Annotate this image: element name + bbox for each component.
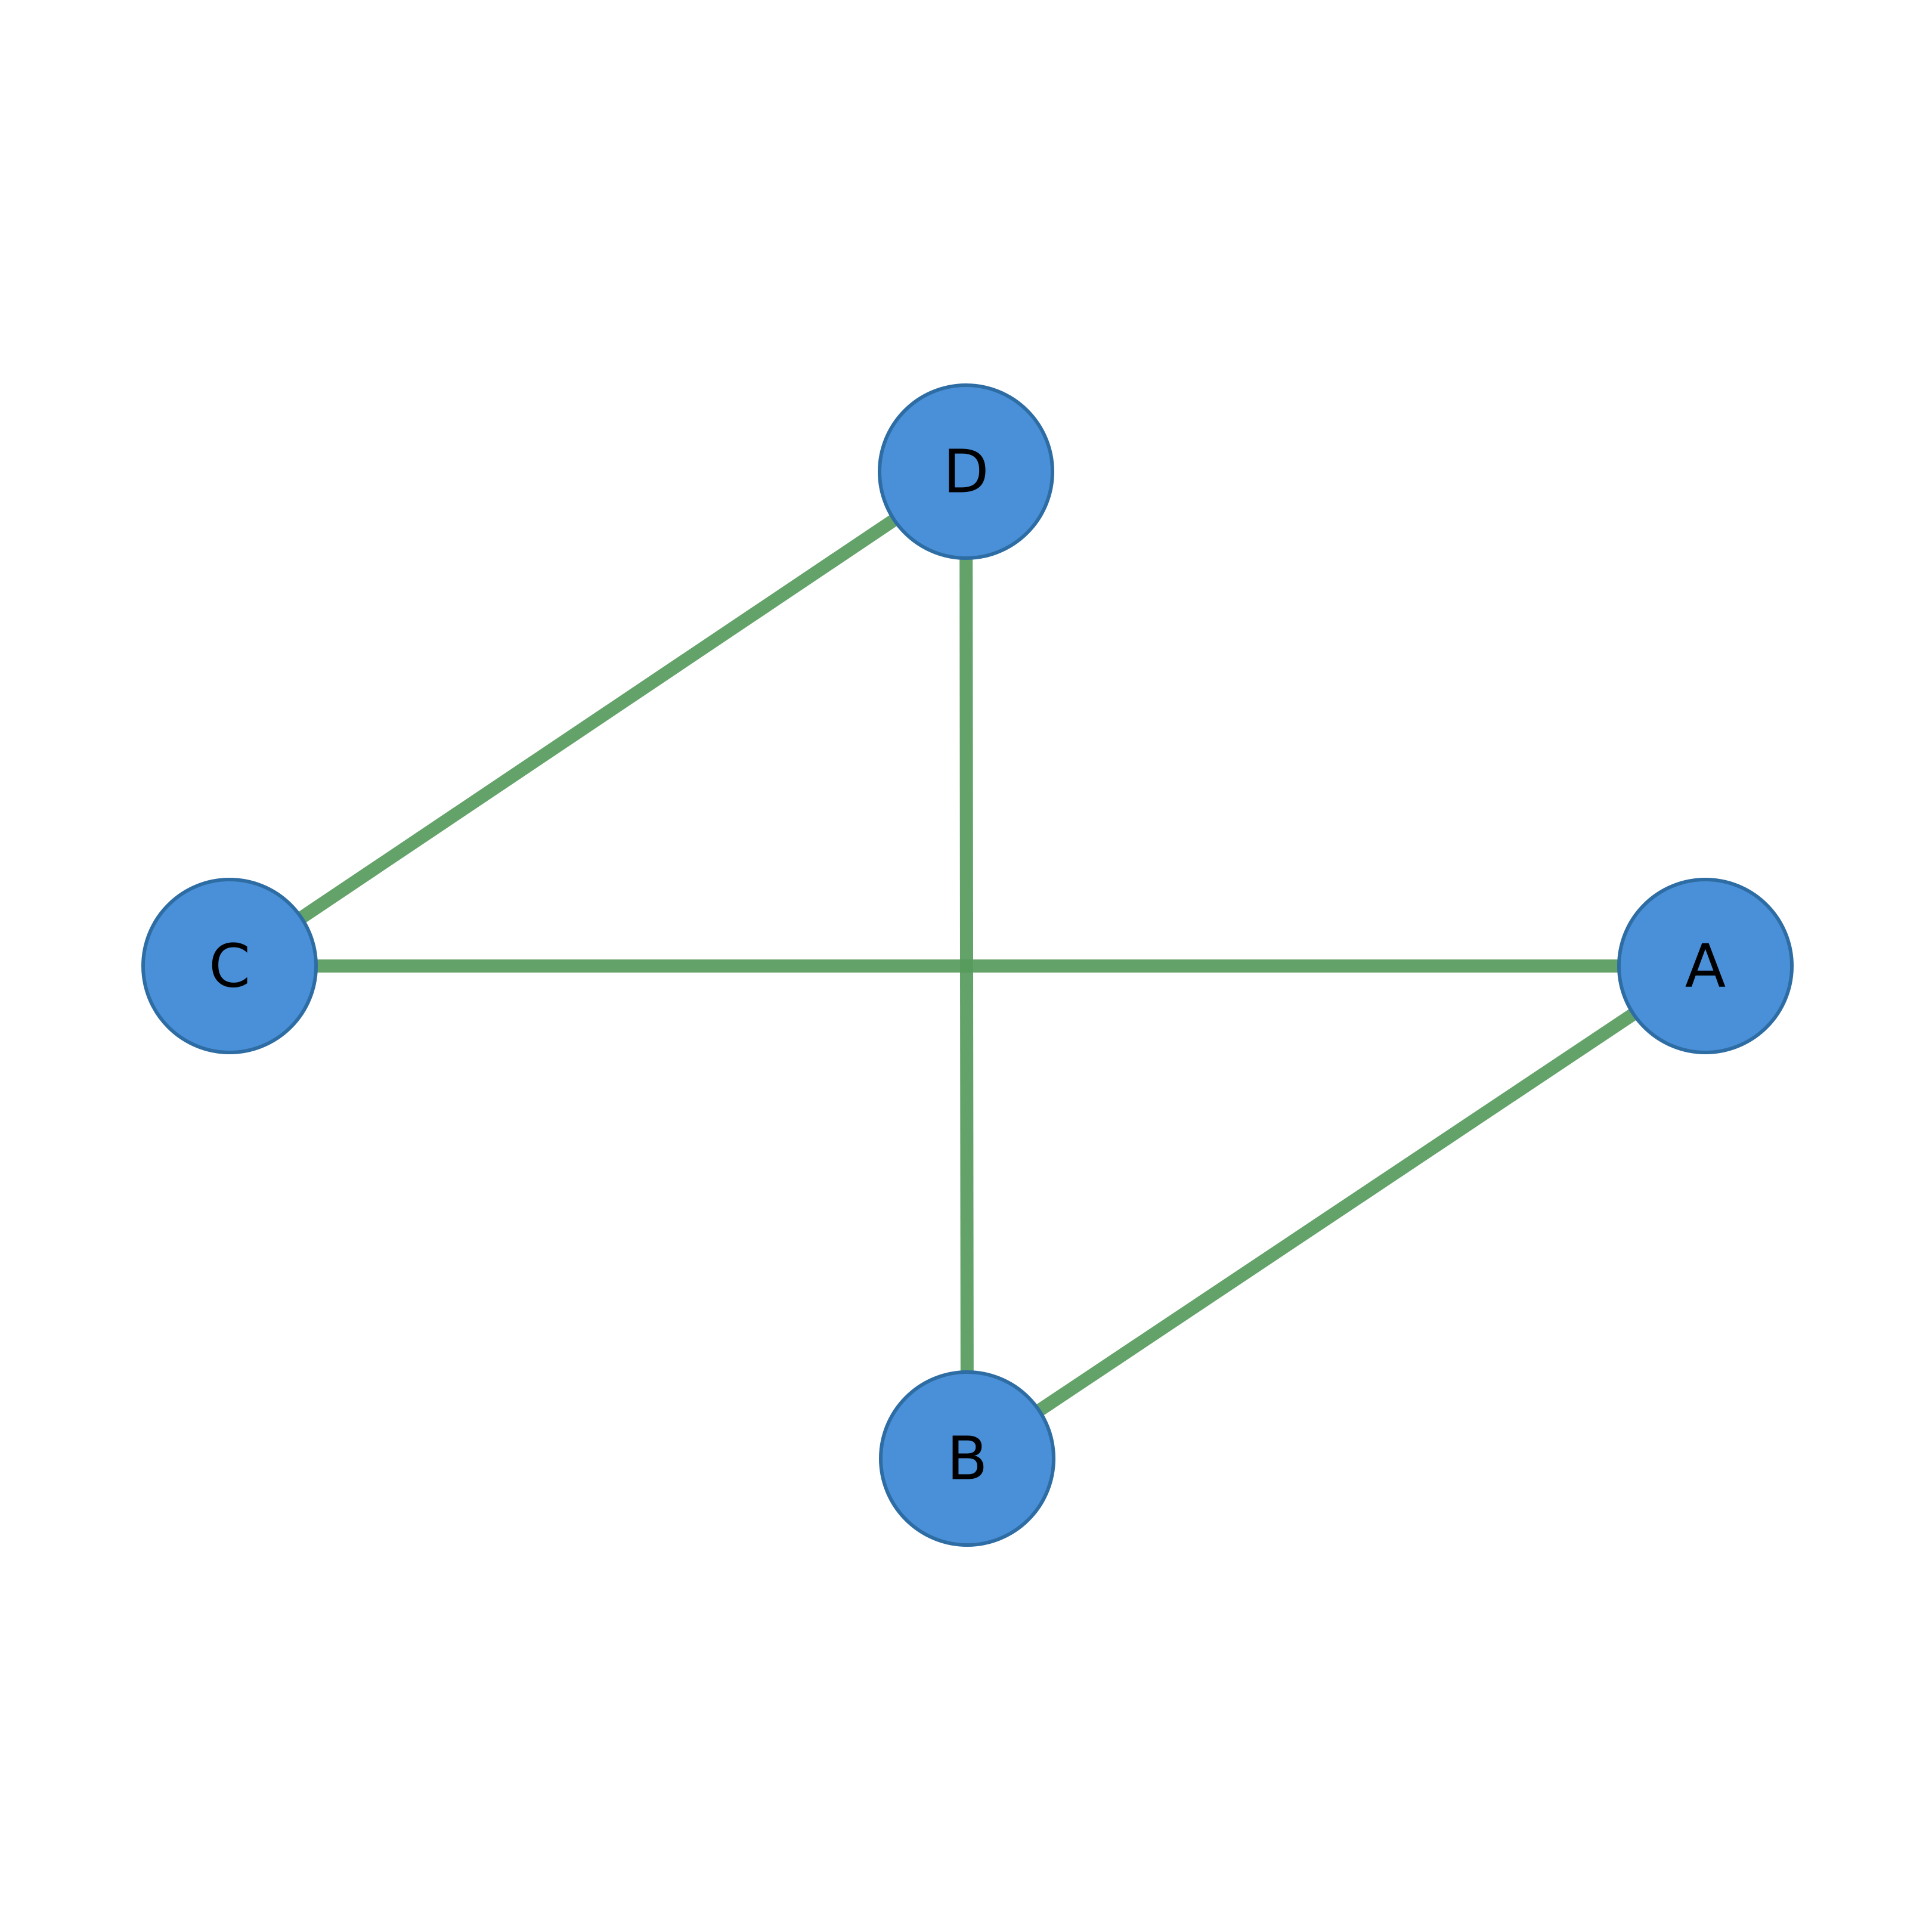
- node-circle-b[interactable]: [879, 1370, 1055, 1547]
- graph-node-d[interactable]: D: [878, 383, 1054, 560]
- graph-edge-b-a[interactable]: [1032, 1006, 1640, 1419]
- graph-edge-c-d[interactable]: [295, 512, 901, 925]
- node-circle-c[interactable]: [141, 878, 318, 1054]
- graph-node-c[interactable]: C: [141, 878, 318, 1054]
- node-circle-d[interactable]: [878, 383, 1054, 560]
- node-circle-a[interactable]: [1617, 878, 1794, 1054]
- graph-node-b[interactable]: B: [879, 1370, 1055, 1547]
- edge-layer: [295, 512, 1640, 1419]
- graph-edge-d-b[interactable]: [959, 554, 974, 1376]
- graph-node-a[interactable]: A: [1617, 878, 1794, 1054]
